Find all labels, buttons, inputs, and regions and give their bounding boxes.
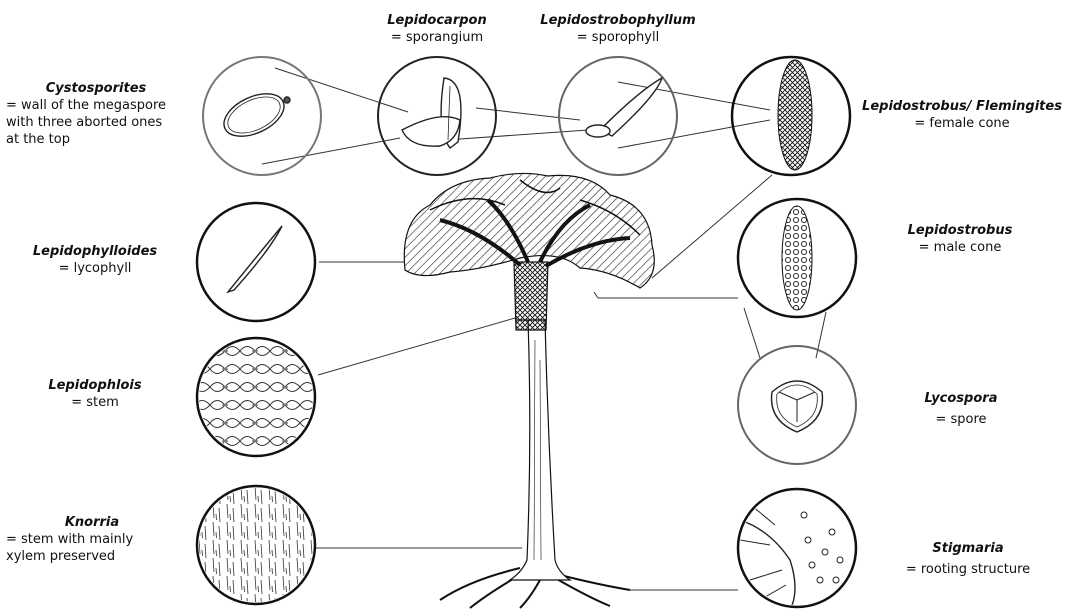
label-description: = rooting structure — [880, 561, 1056, 578]
label-lepidophylloides: Lepidophylloides = lycophyll — [20, 243, 170, 277]
label-description: = stem with mainly xylem preserved — [6, 531, 178, 565]
lycophyll-drawing — [228, 226, 282, 292]
label-lepidostrobus: Lepidostrobus = male cone — [880, 222, 1040, 256]
circle-stigmaria — [738, 489, 856, 607]
label-name: Lepidophylloides — [20, 243, 170, 260]
label-lepidostrobus-flemingites: Lepidostrobus/ Flemingites = female cone — [862, 98, 1062, 132]
label-description: = male cone — [880, 239, 1040, 256]
label-name: Lepidostrobus — [880, 222, 1040, 239]
lepidodendron-tree-drawing — [404, 173, 654, 608]
sporangium-drawing — [402, 78, 461, 148]
label-description: = stem — [20, 394, 170, 411]
label-stigmaria: Stigmaria = rooting structure — [880, 540, 1056, 578]
label-name: Knorria — [6, 514, 178, 531]
female-cone-drawing — [778, 60, 812, 170]
label-lepidostrobophyllum: Lepidostrobophyllum = sporophyll — [526, 12, 710, 46]
sporophyll-drawing — [586, 78, 662, 137]
label-name: Lepidostrobophyllum — [526, 12, 710, 29]
label-name: Lepidophlois — [20, 377, 170, 394]
label-description: = female cone — [862, 115, 1062, 132]
label-lycospora: Lycospora = spore — [886, 390, 1036, 428]
label-name: Lycospora — [886, 390, 1036, 407]
label-description: = wall of the megaspore with three abort… — [6, 97, 186, 148]
rootlet-drawing — [740, 500, 843, 610]
label-description: = spore — [886, 411, 1036, 428]
label-lepidocarpon: Lepidocarpon = sporangium — [362, 12, 512, 46]
label-name: Lepidostrobus/ Flemingites — [862, 98, 1062, 115]
megaspore-drawing — [217, 85, 290, 145]
label-name: Lepidocarpon — [362, 12, 512, 29]
label-lepidophlois: Lepidophlois = stem — [20, 377, 170, 411]
label-name: Stigmaria — [880, 540, 1056, 557]
spore-drawing — [772, 381, 823, 432]
circle-cystosporites — [203, 57, 321, 175]
label-name: Cystosporites — [6, 80, 186, 97]
label-description: = lycophyll — [20, 260, 170, 277]
label-cystosporites: Cystosporites = wall of the megaspore wi… — [6, 80, 186, 148]
label-description: = sporophyll — [526, 29, 710, 46]
male-cone-drawing — [782, 206, 812, 310]
label-description: = sporangium — [362, 29, 512, 46]
circle-lepidocarpon — [378, 57, 496, 175]
label-knorria: Knorria = stem with mainly xylem preserv… — [6, 514, 178, 565]
